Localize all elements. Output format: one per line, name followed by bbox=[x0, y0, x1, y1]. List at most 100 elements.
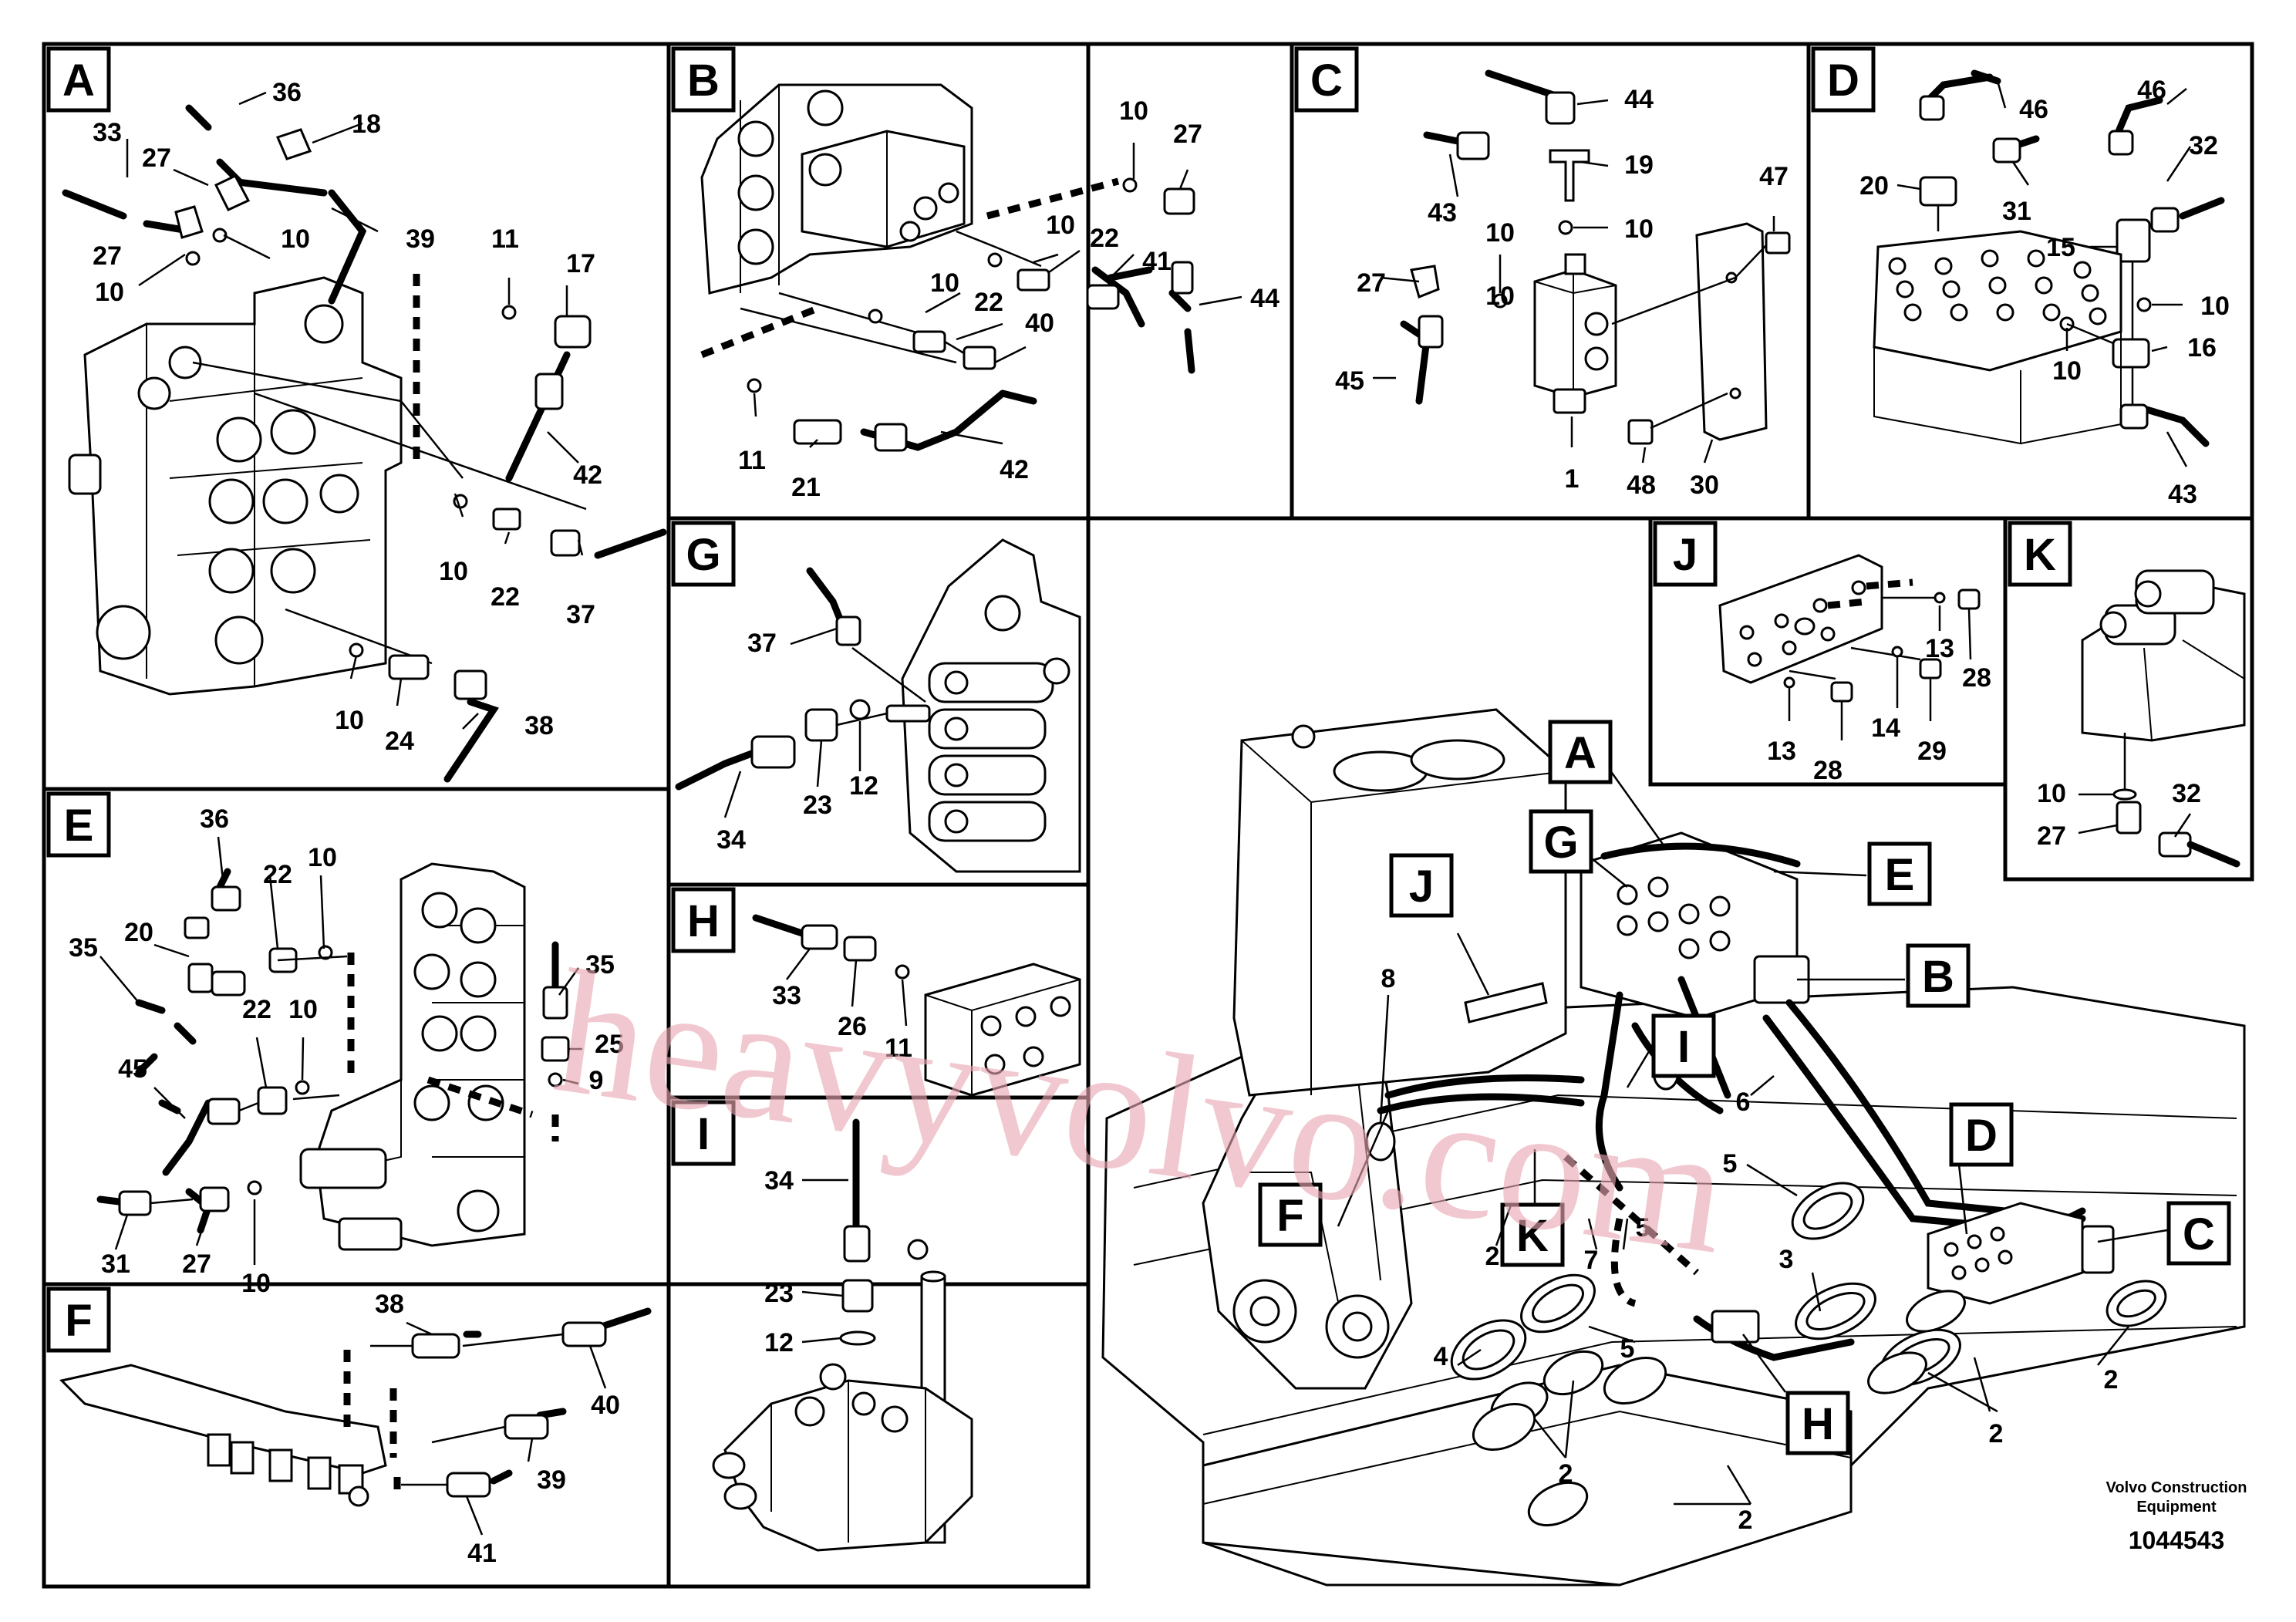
svg-text:34: 34 bbox=[764, 1166, 794, 1195]
svg-text:22: 22 bbox=[1090, 224, 1119, 253]
svg-text:19: 19 bbox=[1624, 150, 1654, 180]
svg-text:12: 12 bbox=[764, 1328, 794, 1357]
svg-text:F: F bbox=[1276, 1191, 1303, 1241]
svg-text:21: 21 bbox=[791, 473, 821, 502]
svg-text:45: 45 bbox=[1335, 366, 1364, 396]
svg-text:5: 5 bbox=[1620, 1334, 1635, 1364]
panel-frames bbox=[42, 42, 2254, 1589]
panel-h-labels: 33 26 11 bbox=[772, 948, 912, 1063]
svg-text:J: J bbox=[1673, 530, 1698, 580]
panel-g-tag: G bbox=[671, 521, 736, 587]
svg-text:10: 10 bbox=[1119, 96, 1148, 126]
svg-text:J: J bbox=[1409, 862, 1434, 912]
svg-text:17: 17 bbox=[566, 249, 595, 278]
svg-text:10: 10 bbox=[1485, 218, 1515, 248]
panel-b-drawing bbox=[700, 83, 1195, 452]
panel-h-tag: H bbox=[671, 887, 736, 953]
svg-text:18: 18 bbox=[352, 110, 381, 139]
panel-c-drawing bbox=[1400, 69, 1791, 445]
svg-text:42: 42 bbox=[573, 460, 602, 490]
callout-j: J bbox=[1389, 853, 1454, 918]
svg-text:10: 10 bbox=[1624, 214, 1654, 244]
svg-text:40: 40 bbox=[591, 1391, 620, 1420]
svg-text:6: 6 bbox=[1736, 1088, 1751, 1117]
svg-text:B: B bbox=[687, 56, 720, 106]
svg-text:D: D bbox=[1965, 1111, 1998, 1161]
svg-text:23: 23 bbox=[803, 791, 832, 820]
callout-c: C bbox=[2166, 1201, 2231, 1266]
svg-text:26: 26 bbox=[838, 1012, 867, 1041]
panel-i-labels: 34 23 12 bbox=[764, 1166, 848, 1357]
svg-text:1: 1 bbox=[1565, 464, 1580, 494]
svg-text:10: 10 bbox=[288, 995, 318, 1024]
svg-text:10: 10 bbox=[2200, 292, 2230, 321]
svg-text:36: 36 bbox=[272, 78, 302, 107]
panel-j-tag: J bbox=[1653, 521, 1718, 587]
svg-text:32: 32 bbox=[2189, 131, 2218, 160]
svg-text:7: 7 bbox=[1584, 1246, 1599, 1275]
svg-text:38: 38 bbox=[524, 711, 554, 740]
panel-e-labels: 36 22 10 20 35 35 25 9 22 10 45 31 27 10 bbox=[69, 804, 624, 1298]
svg-text:35: 35 bbox=[585, 950, 615, 980]
svg-text:A: A bbox=[1564, 728, 1596, 778]
panel-f-drawing bbox=[59, 1307, 652, 1507]
svg-text:5: 5 bbox=[1636, 1213, 1650, 1243]
callout-f: F bbox=[1258, 1182, 1323, 1247]
svg-text:25: 25 bbox=[595, 1030, 624, 1059]
svg-text:10: 10 bbox=[2037, 779, 2066, 808]
svg-text:K: K bbox=[1516, 1211, 1549, 1261]
callout-b: B bbox=[1906, 943, 1971, 1008]
svg-text:10: 10 bbox=[308, 843, 337, 872]
svg-text:2: 2 bbox=[1989, 1419, 2004, 1448]
svg-text:33: 33 bbox=[772, 981, 801, 1010]
svg-text:10: 10 bbox=[281, 224, 310, 254]
svg-text:46: 46 bbox=[2137, 76, 2166, 105]
panel-k-labels: 10 27 32 bbox=[2037, 779, 2201, 851]
panel-c-labels: 44 19 43 10 47 27 10 45 1 48 30 10 bbox=[1335, 85, 1789, 500]
svg-text:27: 27 bbox=[142, 143, 171, 173]
svg-text:31: 31 bbox=[101, 1249, 130, 1279]
panel-f-labels: 38 40 39 41 bbox=[375, 1290, 620, 1568]
panel-d-labels: 46 46 32 20 31 15 10 16 10 43 bbox=[1859, 76, 2230, 509]
svg-text:29: 29 bbox=[1917, 737, 1947, 766]
svg-text:46: 46 bbox=[2019, 95, 2048, 124]
svg-text:D: D bbox=[1827, 56, 1859, 106]
svg-text:45: 45 bbox=[118, 1054, 147, 1084]
svg-text:35: 35 bbox=[69, 933, 98, 963]
panel-f-tag: F bbox=[46, 1286, 111, 1353]
svg-text:36: 36 bbox=[200, 804, 229, 834]
svg-text:44: 44 bbox=[1250, 284, 1279, 313]
panel-b-tag: B bbox=[671, 46, 736, 113]
svg-text:28: 28 bbox=[1813, 756, 1843, 785]
svg-text:H: H bbox=[687, 896, 720, 946]
svg-text:37: 37 bbox=[747, 629, 777, 658]
svg-text:42: 42 bbox=[1000, 455, 1029, 484]
svg-text:47: 47 bbox=[1759, 162, 1789, 191]
svg-text:10: 10 bbox=[241, 1269, 271, 1298]
svg-text:48: 48 bbox=[1627, 470, 1656, 500]
panel-c-tag: C bbox=[1294, 46, 1359, 113]
svg-text:31: 31 bbox=[2002, 197, 2031, 226]
svg-text:2: 2 bbox=[1485, 1242, 1500, 1271]
svg-text:4: 4 bbox=[1434, 1342, 1448, 1371]
svg-text:22: 22 bbox=[974, 288, 1003, 317]
svg-text:27: 27 bbox=[182, 1249, 211, 1279]
svg-text:10: 10 bbox=[1046, 211, 1075, 240]
svg-text:F: F bbox=[65, 1296, 92, 1346]
panel-a-drawing bbox=[62, 104, 667, 783]
svg-text:11: 11 bbox=[738, 446, 766, 475]
svg-text:I: I bbox=[697, 1109, 710, 1159]
callout-g: G bbox=[1529, 809, 1593, 874]
panel-g-labels: 37 23 12 34 bbox=[716, 627, 878, 855]
svg-text:3: 3 bbox=[1779, 1245, 1794, 1274]
svg-text:34: 34 bbox=[716, 825, 746, 855]
svg-text:11: 11 bbox=[885, 1034, 912, 1063]
callout-i: I bbox=[1651, 1013, 1716, 1078]
svg-text:10: 10 bbox=[95, 278, 124, 307]
svg-text:10: 10 bbox=[1485, 282, 1515, 311]
svg-text:H: H bbox=[1802, 1399, 1834, 1449]
svg-text:27: 27 bbox=[1173, 120, 1202, 149]
svg-text:E: E bbox=[64, 801, 94, 851]
svg-text:2: 2 bbox=[2104, 1365, 2119, 1394]
svg-text:27: 27 bbox=[93, 241, 122, 271]
